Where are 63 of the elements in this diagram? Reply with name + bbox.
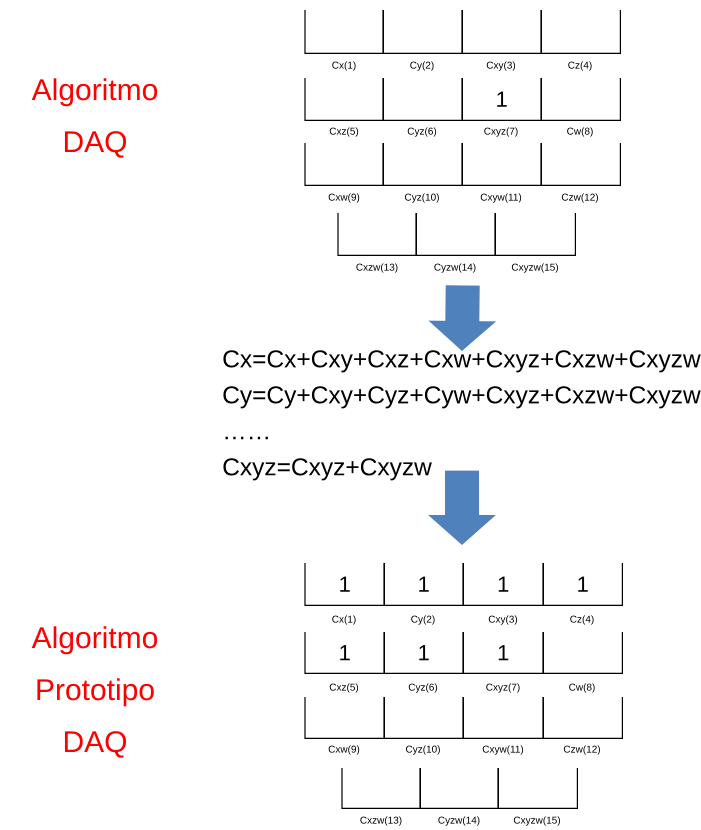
bin (383, 697, 464, 739)
bin (382, 10, 463, 54)
bin-label: Cxyz(7) (486, 683, 520, 693)
bin (341, 768, 421, 809)
bin-label: Cw(8) (569, 683, 595, 693)
bin-label: Cy(2) (411, 615, 435, 625)
bin-label: Cyz(6) (408, 127, 436, 137)
bin: 1 (304, 563, 385, 606)
bin-label: Cxy(3) (486, 61, 516, 71)
bin: 1 (542, 563, 623, 606)
bin (540, 78, 621, 121)
bin (382, 78, 463, 121)
bin-label: Cxyzw(15) (512, 263, 558, 273)
bin-label: Czw(12) (562, 193, 598, 203)
bin (461, 10, 542, 54)
bin-label: Cxzw(13) (356, 263, 398, 273)
bin-label: Cxyzw(15) (514, 816, 560, 826)
bin (461, 143, 542, 186)
bin: 1 (383, 563, 464, 606)
bin-label: Cw(8) (567, 127, 593, 137)
bin: 1 (304, 632, 385, 674)
bin: 1 (462, 563, 544, 606)
bin (382, 143, 463, 186)
bin-label: Cz(4) (568, 61, 592, 71)
bin (304, 10, 384, 54)
bin (540, 10, 621, 54)
bin (497, 768, 578, 809)
bin (337, 213, 417, 256)
bin-label: Cx(1) (332, 61, 356, 71)
bin-label: Cyzw(14) (438, 816, 480, 826)
bin-label: Cxyw(11) (482, 745, 524, 755)
bin-label: Cxw(9) (328, 745, 360, 755)
bin-label: Cyz(10) (406, 745, 440, 755)
bin-label: Cz(4) (570, 615, 594, 625)
bin: 1 (462, 632, 544, 674)
bin-label: Cxz(5) (330, 683, 358, 693)
bin (415, 213, 496, 256)
bin-label: Cxz(5) (330, 127, 358, 137)
bin (304, 143, 384, 186)
bin (542, 697, 623, 739)
bin (494, 213, 576, 256)
bin (304, 697, 385, 739)
bin (419, 768, 499, 809)
algorithm-title: Algoritmo DAQ (32, 78, 158, 158)
bin-label: Cxy(3) (488, 615, 518, 625)
bin-label: Cyz(10) (405, 193, 439, 203)
bin-label: Cxzw(13) (360, 816, 402, 826)
bin-label: Cxw(9) (328, 193, 360, 203)
bin-label: Czw(12) (564, 745, 600, 755)
equation-text: Cx=Cx+Cxy+Cxz+Cxw+Cxyz+Cxzw+Cxyzw Cy=Cy+Cxy+Cyz+Cyw+Cxyz+Cxzw+Cxyzw …… Cxyz=Cxyz+Cxyzw (223, 350, 701, 480)
bin-label: Cxyz(7) (484, 127, 518, 137)
bin-label: Cyzw(14) (434, 263, 476, 273)
bin: 1 (461, 78, 542, 121)
bin-label: Cyz(6) (408, 683, 438, 693)
algorithm-title: Algoritmo Prototipo DAQ (32, 626, 158, 758)
bin-label: Cxyw(11) (480, 193, 522, 203)
bin (304, 78, 384, 121)
bin (542, 632, 623, 674)
bin (540, 143, 621, 186)
bin (462, 697, 544, 739)
bin: 1 (383, 632, 464, 674)
bin-label: Cx(1) (332, 615, 356, 625)
bin-label: Cy(2) (410, 61, 434, 71)
